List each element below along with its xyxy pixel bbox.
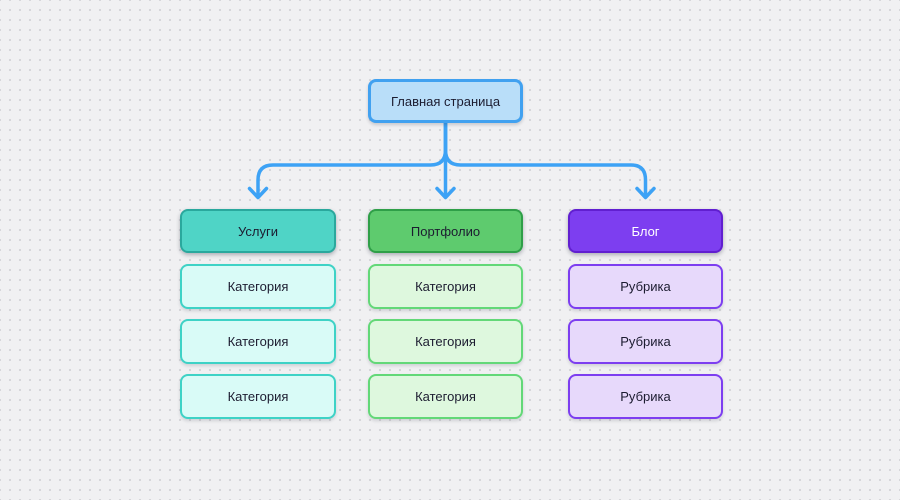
node-services-category-1[interactable]: Категория (180, 264, 336, 309)
arrowhead-blog (635, 186, 656, 200)
node-services-category-3[interactable]: Категория (180, 374, 336, 419)
node-portfolio-category-3[interactable]: Категория (368, 374, 523, 419)
node-portfolio-category-2[interactable]: Категория (368, 319, 523, 364)
arrowhead-portfolio (435, 186, 456, 200)
node-header-portfolio[interactable]: Портфолио (368, 209, 523, 253)
node-header-blog[interactable]: Блог (568, 209, 723, 253)
node-blog-rubric-1[interactable]: Рубрика (568, 264, 723, 309)
node-header-services[interactable]: Услуги (180, 209, 336, 253)
node-portfolio-category-1[interactable]: Категория (368, 264, 523, 309)
connector-to-blog (443, 121, 648, 198)
node-home-page[interactable]: Главная страница (368, 79, 523, 123)
node-blog-rubric-3[interactable]: Рубрика (568, 374, 723, 419)
connector-to-services (256, 121, 448, 198)
node-services-category-2[interactable]: Категория (180, 319, 336, 364)
node-blog-rubric-2[interactable]: Рубрика (568, 319, 723, 364)
arrowhead-services (247, 186, 269, 200)
